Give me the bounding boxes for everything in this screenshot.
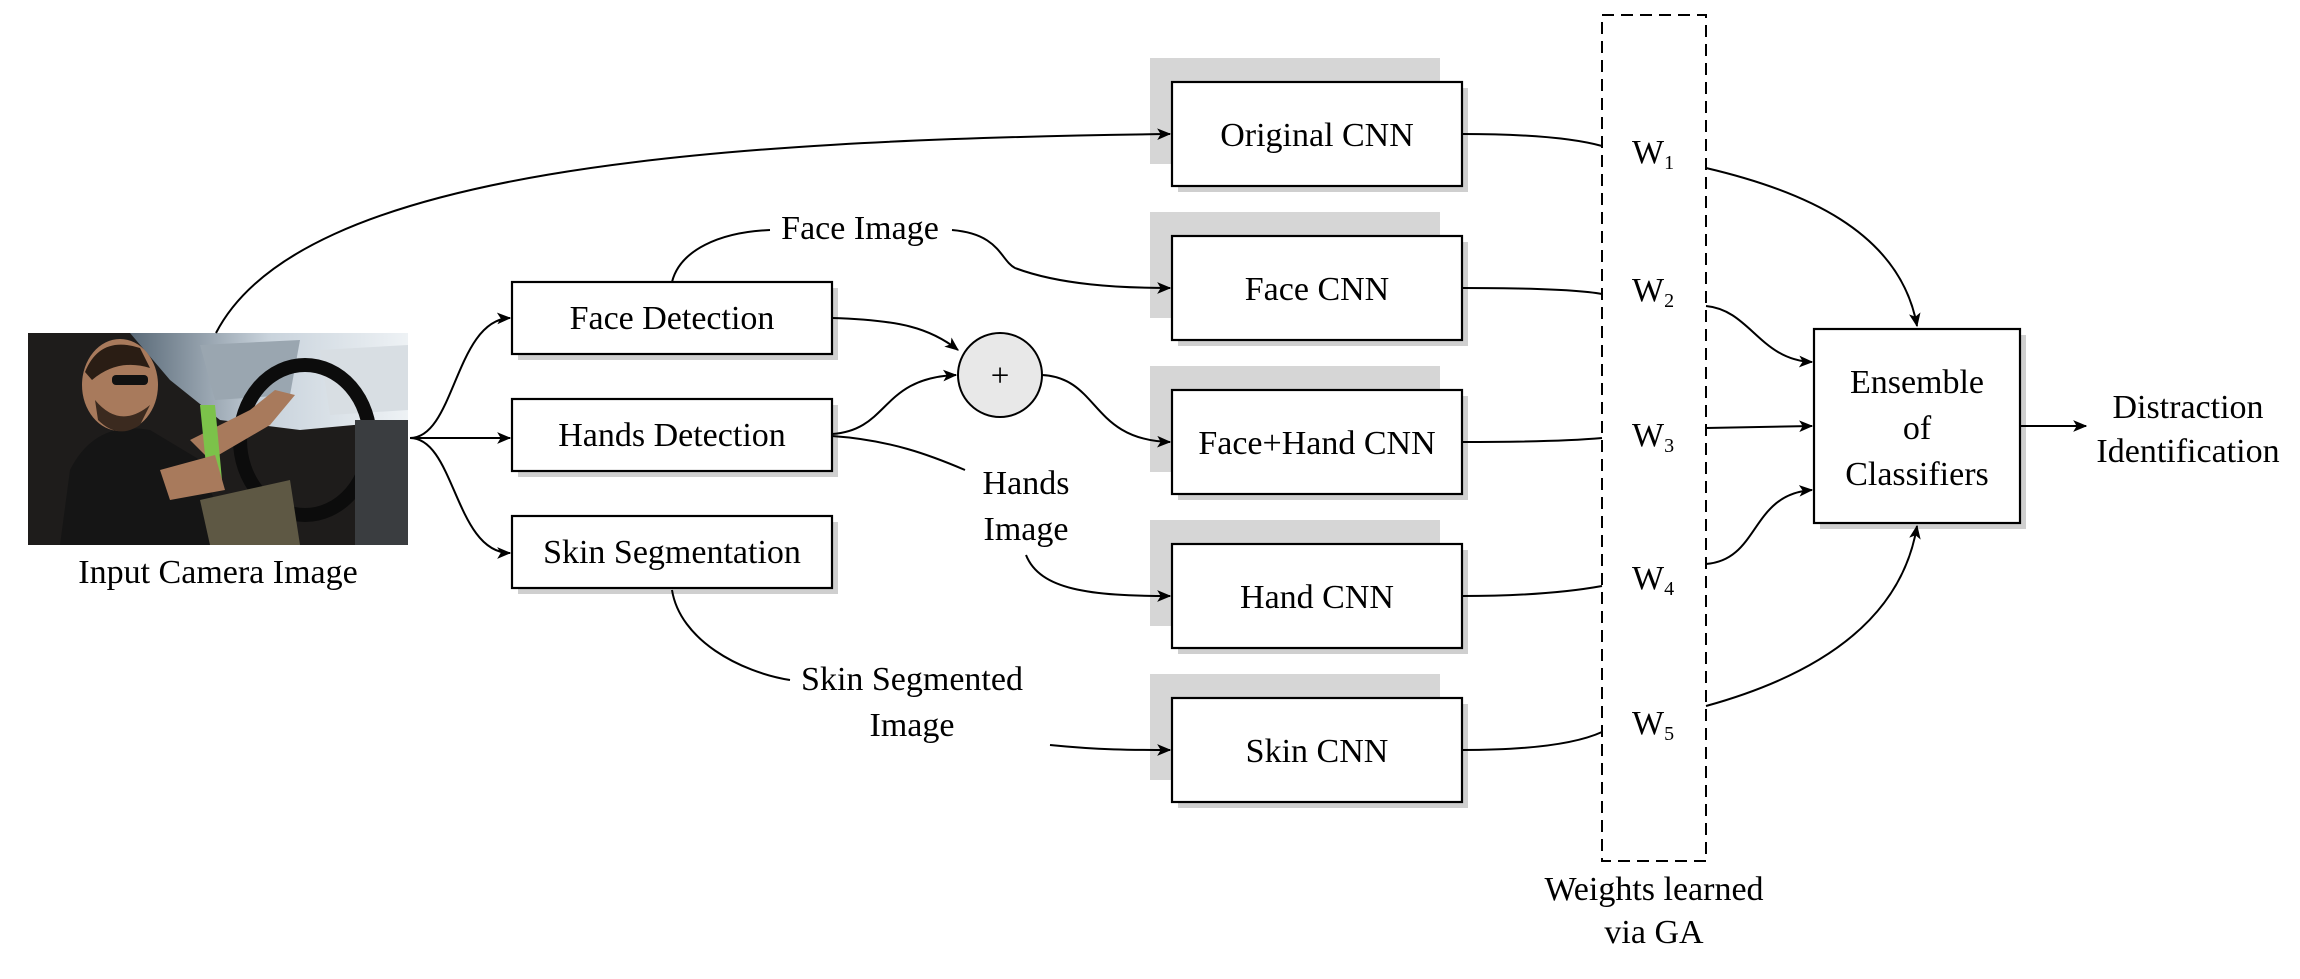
svg-text:W3: W3 [1632, 417, 1674, 457]
skin-image-label-line1: Skin Segmented [801, 661, 1023, 698]
edge-face-cnn-to-w2 [1461, 287, 1603, 295]
edge-w5-to-ensemble [1705, 524, 1921, 707]
face-cnn-label: Face CNN [1245, 271, 1389, 308]
edge-hands-image-to-hand-cnn [1025, 554, 1172, 602]
ensemble-label-line2: of [1903, 410, 1932, 447]
edge-combine-to-face-hand-cnn [1041, 374, 1172, 448]
hands-image-label-line2: Image [984, 511, 1069, 548]
edge-face-detection-to-combine [831, 317, 959, 351]
skin-cnn-label: Skin CNN [1246, 733, 1389, 770]
hands-detection-label: Hands Detection [558, 417, 786, 454]
svg-text:W4: W4 [1632, 560, 1674, 600]
ensemble-label-line1: Ensemble [1850, 364, 1984, 401]
ensemble-label-line3: Classifiers [1845, 456, 1989, 493]
edge-hand-cnn-to-w4 [1461, 585, 1603, 597]
face-hand-cnn-box: Face+Hand CNN [1150, 366, 1468, 500]
edge-input-to-skin-segmentation [409, 437, 512, 559]
connector-edges [215, 128, 2088, 756]
weight-w1: W1 [1632, 134, 1674, 174]
hand-cnn-label: Hand CNN [1240, 579, 1394, 616]
input-camera-photo [28, 333, 408, 545]
output-label-line1: Distraction [2112, 389, 2263, 426]
skin-image-label-line2: Image [870, 707, 955, 744]
skin-segmentation-box: Skin Segmentation [510, 514, 838, 594]
skin-segmentation-label: Skin Segmentation [543, 534, 801, 571]
edge-input-to-original-cnn [215, 128, 1172, 334]
edge-w2-to-ensemble [1705, 305, 1814, 368]
input-image-caption: Input Camera Image [78, 554, 357, 591]
edge-w1-to-ensemble [1705, 167, 1921, 328]
svg-text:W5: W5 [1632, 705, 1674, 745]
edge-skin-image-to-skin-cnn [1049, 744, 1172, 756]
edge-face-hand-cnn-to-w3 [1461, 437, 1603, 443]
edge-input-to-face-detection [409, 312, 512, 439]
face-image-label: Face Image [781, 210, 939, 247]
weight-w3: W3 [1632, 417, 1674, 457]
hand-cnn-box: Hand CNN [1150, 520, 1468, 654]
edge-w4-to-ensemble [1705, 485, 1814, 565]
face-detection-box: Face Detection [510, 280, 838, 360]
svg-text:W1: W1 [1632, 134, 1674, 174]
face-hand-cnn-label: Face+Hand CNN [1198, 425, 1435, 462]
skin-cnn-box: Skin CNN [1150, 674, 1468, 808]
output-label-line2: Identification [2096, 433, 2279, 470]
hands-image-label-line1: Hands [983, 465, 1070, 502]
edge-skin-cnn-to-w5 [1461, 731, 1603, 751]
plus-icon: + [991, 358, 1010, 394]
edge-w3-to-ensemble [1705, 420, 1814, 433]
edge-face-detection-to-face-image [671, 229, 771, 283]
edge-hands-detection-to-combine [831, 369, 958, 435]
ensemble-box: Ensemble of Classifiers [1812, 327, 2026, 529]
hands-detection-box: Hands Detection [510, 397, 838, 477]
face-cnn-box: Face CNN [1150, 212, 1468, 346]
weight-w5: W5 [1632, 705, 1674, 745]
weight-w2: W2 [1632, 272, 1674, 312]
face-detection-label: Face Detection [570, 300, 775, 337]
svg-text:W2: W2 [1632, 272, 1674, 312]
weights-caption-line1: Weights learned [1544, 871, 1763, 908]
edge-original-cnn-to-w1 [1461, 133, 1603, 147]
edge-hands-detection-to-hands-image [831, 435, 966, 471]
combine-node: + [957, 332, 1043, 418]
original-cnn-box: Original CNN [1150, 58, 1468, 192]
weight-w4: W4 [1632, 560, 1674, 600]
weights-caption-line2: via GA [1604, 914, 1704, 951]
edge-skin-segmentation-to-skin-image [671, 589, 791, 681]
edge-face-image-to-face-cnn [951, 229, 1172, 294]
original-cnn-label: Original CNN [1220, 117, 1414, 154]
